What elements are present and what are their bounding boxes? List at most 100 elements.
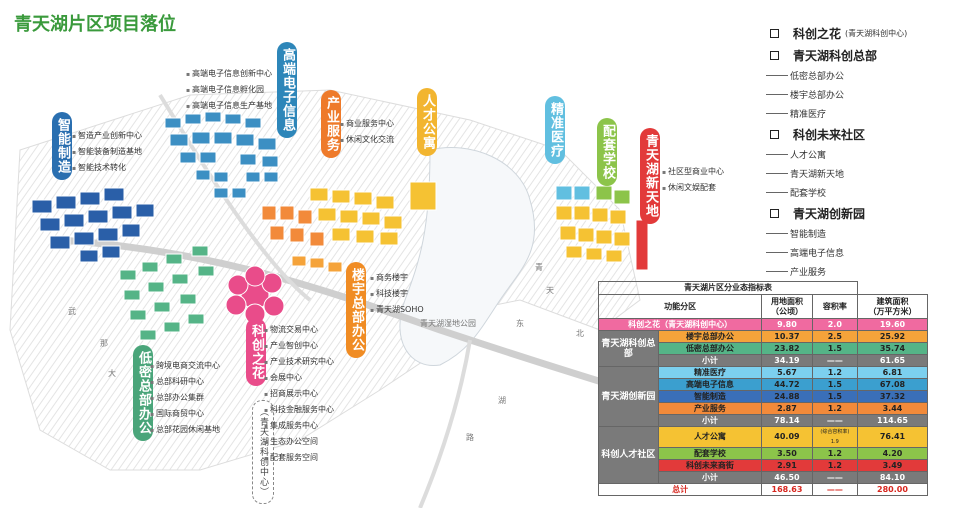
legend-heading: 科创之花(青天湖科创中心) xyxy=(766,22,966,44)
hq-building-feature-list: 商务楼宇 科技楼宇 青天湖SOHO xyxy=(370,270,424,318)
row-far: 1.5 xyxy=(811,378,858,391)
group-name: 青天湖科创总部 xyxy=(598,330,659,367)
row-name: 精准医疗 xyxy=(657,366,763,379)
industry-service-blocks xyxy=(261,205,325,247)
low-density-blocks xyxy=(119,245,215,341)
feature-item: 高端电子信息创新中心 xyxy=(186,66,272,82)
low-density-feature-list: 跨境电商交流中心 总部科研中心 总部办公集群 国际商贸中心 总部花园休闲基地 xyxy=(150,358,220,438)
row-area: 10.37 xyxy=(761,330,813,343)
feature-item: 国际商贸中心 xyxy=(150,406,220,422)
square-icon xyxy=(770,208,779,218)
zone-label-medical[interactable]: 精准医疗 xyxy=(545,96,565,164)
zone-label-new-city[interactable]: 青天湖新天地 xyxy=(640,128,660,224)
zone-label-school[interactable]: 配套学校 xyxy=(597,118,617,186)
row-area: 40.09 xyxy=(761,426,813,448)
row-name: 高端电子信息 xyxy=(657,378,763,391)
legend-heading: 青天湖创新园 xyxy=(766,202,966,224)
col-header-gfa: 建筑面积 （万平方米） xyxy=(856,294,929,319)
road-label: 天 xyxy=(546,286,554,295)
feature-item: 青天湖SOHO xyxy=(370,302,424,318)
row-far: 1.5 xyxy=(811,390,858,403)
legend-item: 智能制造 xyxy=(766,224,966,243)
feature-item: 总部科研中心 xyxy=(150,374,220,390)
feature-item: 智造产业创新中心 xyxy=(72,128,142,144)
road-label: 武 xyxy=(68,307,76,316)
row-gfa: 25.92 xyxy=(856,330,929,343)
group-name: 科创人才社区 xyxy=(598,426,659,484)
smart-mfg-feature-list: 智造产业创新中心 智能装备制造基地 智能技术转化 xyxy=(72,128,142,176)
feature-item: 智能装备制造基地 xyxy=(72,144,142,160)
feature-item: 生态办公空间 xyxy=(264,434,334,450)
row-gfa: 35.74 xyxy=(856,342,929,355)
row-name: 楼宇总部办公 xyxy=(657,330,763,343)
row-name: 配套学校 xyxy=(657,447,763,460)
zone-label-industry-service[interactable]: 产业服务 xyxy=(321,90,341,158)
feature-item: 科技楼宇 xyxy=(370,286,424,302)
row-area: 44.72 xyxy=(761,378,813,391)
high-tech-feature-list: 高端电子信息创新中心 高端电子信息孵化园 高端电子信息生产基地 xyxy=(186,66,272,114)
row-far: 1.2 xyxy=(811,447,858,460)
feature-item: 物流交易中心 xyxy=(264,322,334,338)
square-icon xyxy=(770,28,779,38)
col-header-area: 用地面积 （公顷） xyxy=(761,294,813,319)
feature-item: 商务楼宇 xyxy=(370,270,424,286)
row-gfa: 67.08 xyxy=(856,378,929,391)
row-gfa: 76.41 xyxy=(856,426,929,448)
legend-item: 高端电子信息 xyxy=(766,243,966,262)
road-label: 那 xyxy=(100,339,108,348)
road-label: 路 xyxy=(466,433,474,442)
row-name: 人才公寓 xyxy=(657,426,763,448)
row-gfa: 6.81 xyxy=(856,366,929,379)
row-area: 3.50 xyxy=(761,447,813,460)
high-tech-blocks xyxy=(164,111,279,199)
row-name: 低密总部办公 xyxy=(657,342,763,355)
legend-item: 楼宇总部办公 xyxy=(766,85,966,104)
legend-heading: 青天湖科创总部 xyxy=(766,44,966,66)
feature-item: 产业技术研究中心 xyxy=(264,354,334,370)
feature-item: 商业服务中心 xyxy=(340,116,394,132)
zone-label-low-density[interactable]: 低密总部办公 xyxy=(133,345,153,441)
feature-item: 总部花园休闲基地 xyxy=(150,422,220,438)
feature-item: 总部办公集群 xyxy=(150,390,220,406)
legend-item: 配套学校 xyxy=(766,183,966,202)
row-gfa: 3.49 xyxy=(856,459,929,472)
row-area: 24.88 xyxy=(761,390,813,403)
road-label: 大 xyxy=(108,369,116,378)
zone-label-high-tech[interactable]: 高端电子信息 xyxy=(277,42,297,138)
zone-label-smart-mfg[interactable]: 智能制造 xyxy=(52,112,72,180)
zone-label-talent[interactable]: 人才公寓 xyxy=(417,88,437,156)
talent-blocks xyxy=(309,181,437,246)
row-far: 1.2 xyxy=(811,459,858,472)
row-area: 5.67 xyxy=(761,366,813,379)
table-title: 青天湖片区分业态指标表 xyxy=(598,281,858,295)
feature-item: 集成服务中心 xyxy=(264,418,334,434)
hq-building-blocks xyxy=(291,255,343,273)
legend-item: 青天湖新天地 xyxy=(766,164,966,183)
col-header-zone: 功能分区 xyxy=(597,294,763,319)
legend-item: 精准医疗 xyxy=(766,104,966,123)
industry-service-feature-list: 商业服务中心 休闲文化交流 xyxy=(340,116,394,148)
zone-label-hq-building[interactable]: 楼宇总部办公 xyxy=(346,262,366,358)
feature-item: 科技金融服务中心 xyxy=(264,402,334,418)
row-far: (综合容积率) 1.9 xyxy=(811,426,858,448)
road-label: 湖 xyxy=(498,396,506,405)
east-blocks xyxy=(555,185,649,271)
row-name: 科创未来商街 xyxy=(657,459,763,472)
row-far: 1.5 xyxy=(811,342,858,355)
row-gfa: 37.32 xyxy=(856,390,929,403)
feature-item: 会展中心 xyxy=(264,370,334,386)
row-gfa: 4.20 xyxy=(856,447,929,460)
row-area: 23.82 xyxy=(761,342,813,355)
smart-mfg-blocks xyxy=(31,187,155,263)
feature-item: 休闲文娱配套 xyxy=(662,180,724,196)
zone-label-innovation[interactable]: 科创之花 xyxy=(246,318,266,386)
